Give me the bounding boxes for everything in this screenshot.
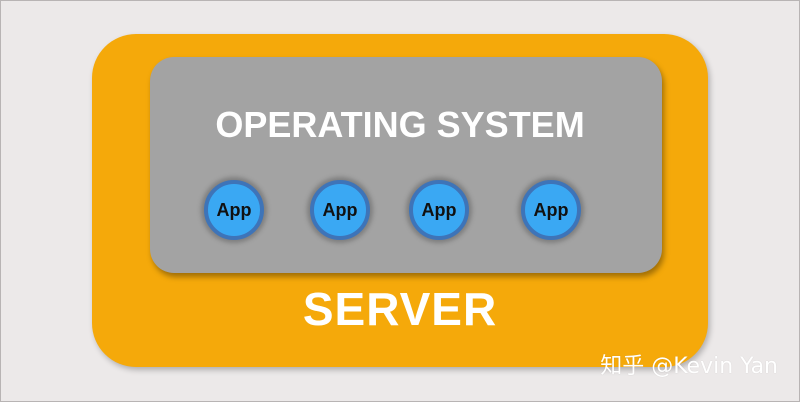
app-label-2: App [322,199,358,220]
server-label: SERVER [302,283,498,335]
operating-system-box [150,57,662,273]
app-circle-1: App [204,180,264,240]
app-circle-2: App [310,180,370,240]
app-circle-3: App [409,180,469,240]
app-label-3: App [421,199,457,220]
operating-system-label: OPERATING SYSTEM [215,104,585,145]
app-label-1: App [216,199,252,220]
watermark: 知乎 @Kevin Yan [600,354,778,379]
app-label-4: App [533,199,569,220]
app-circle-4: App [521,180,581,240]
